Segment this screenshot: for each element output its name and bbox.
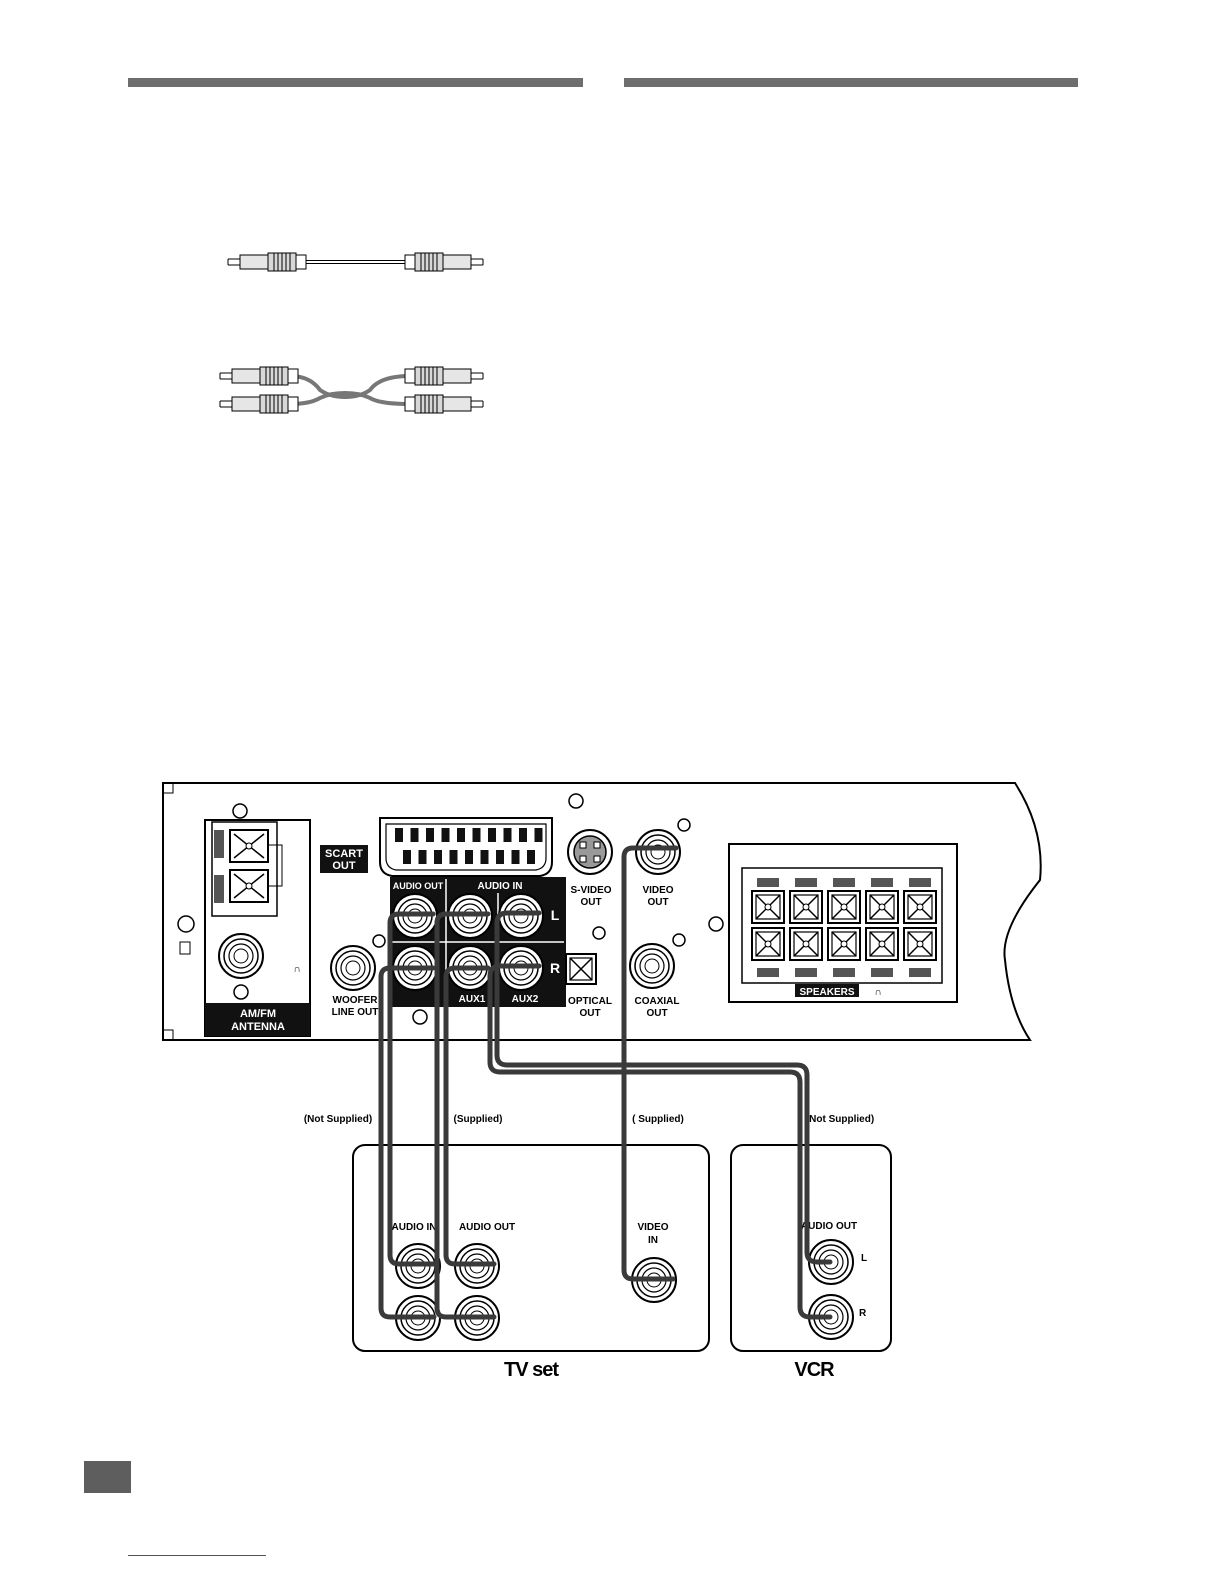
scart-pin xyxy=(527,850,535,864)
tv-set-label: TV set xyxy=(504,1359,559,1381)
speaker-terminals: SPEAKERS ∩ xyxy=(709,844,957,1002)
s-video-label-line1: S-VIDEO xyxy=(570,885,611,896)
tv-audio-in-label: AUDIO IN xyxy=(392,1222,437,1233)
scart-pin xyxy=(481,850,489,864)
scart-pin xyxy=(504,828,512,842)
note-not-supplied-right: (Not Supplied) xyxy=(806,1114,874,1125)
speaker-terminal-tab xyxy=(795,968,817,977)
speaker-terminal xyxy=(866,928,898,960)
optical-label-line2: OUT xyxy=(579,1008,600,1019)
scart-pin xyxy=(519,828,527,842)
scart-pin xyxy=(535,828,543,842)
audio-in-label: AUDIO IN xyxy=(478,881,523,892)
video-cable-illustration xyxy=(228,253,483,271)
scart-pin xyxy=(488,828,496,842)
woofer-label-line2: LINE OUT xyxy=(332,1007,379,1018)
vcr-right-label: R xyxy=(859,1308,867,1319)
note-not-supplied-left: (Not Supplied) xyxy=(304,1114,372,1125)
speaker-terminal-tab xyxy=(871,968,893,977)
speaker-terminal xyxy=(828,891,860,923)
speaker-terminal-tab xyxy=(909,968,931,977)
scart-pin xyxy=(496,850,504,864)
svg-text:∩: ∩ xyxy=(293,964,300,975)
scart-pin xyxy=(411,828,419,842)
aux1-label: AUX1 xyxy=(459,994,486,1005)
note-supplied-audio: (Supplied) xyxy=(454,1114,503,1125)
audio-in-right-label: R xyxy=(550,960,560,976)
antenna-label-line2: ANTENNA xyxy=(231,1021,285,1033)
svg-text:∩: ∩ xyxy=(874,987,881,998)
vcr-label: VCR xyxy=(794,1359,835,1381)
speaker-terminal xyxy=(790,891,822,923)
coaxial-label-line2: OUT xyxy=(646,1008,667,1019)
speaker-terminal-tab xyxy=(757,878,779,887)
scart-pin xyxy=(442,828,450,842)
speaker-terminal-tab xyxy=(909,878,931,887)
antenna-label-line1: AM/FM xyxy=(240,1008,276,1020)
scart-pin xyxy=(450,850,458,864)
speaker-terminal xyxy=(752,928,784,960)
antenna-block: ∩ AM/FM ANTENNA xyxy=(205,804,310,1036)
speaker-terminal xyxy=(904,891,936,923)
tv-video-in-label-line1: VIDEO xyxy=(637,1222,668,1233)
audio-out-label: AUDIO OUT xyxy=(393,881,444,891)
tv-video-in-label-line2: IN xyxy=(648,1235,658,1246)
tv-audio-out-label: AUDIO OUT xyxy=(459,1222,515,1233)
woofer-line-out-jack: WOOFER LINE OUT xyxy=(331,946,378,1018)
speaker-terminal xyxy=(790,928,822,960)
scart-label-line2: OUT xyxy=(332,860,356,872)
speaker-terminal xyxy=(866,891,898,923)
scart-pin xyxy=(395,828,403,842)
note-supplied-video: ( Supplied) xyxy=(632,1114,684,1125)
speaker-terminal xyxy=(904,928,936,960)
scart-pin xyxy=(512,850,520,864)
coaxial-label-line1: COAXIAL xyxy=(635,996,680,1007)
speaker-terminal-tab xyxy=(833,878,855,887)
speaker-terminal-tab xyxy=(833,968,855,977)
scart-pin xyxy=(426,828,434,842)
speaker-terminal-tab xyxy=(757,968,779,977)
audio-jack-block: AUDIO OUT AUDIO IN L R AUX1 AUX2 xyxy=(373,877,566,1024)
receiver-rear-panel: ∩ AM/FM ANTENNA SCART OUT S-VIDEO OUT xyxy=(163,783,1041,1040)
vcr-left-label: L xyxy=(861,1253,867,1264)
speaker-terminal xyxy=(752,891,784,923)
woofer-label-line1: WOOFER xyxy=(333,995,379,1006)
scart-pin xyxy=(465,850,473,864)
video-out-label-line1: VIDEO xyxy=(642,885,673,896)
footer-line xyxy=(128,1555,266,1556)
speaker-terminal-tab xyxy=(795,878,817,887)
scart-label-line1: SCART xyxy=(325,848,363,860)
scart-pin xyxy=(403,850,411,864)
speaker-terminal-tab xyxy=(871,878,893,887)
scart-pin xyxy=(434,850,442,864)
scart-pin xyxy=(419,850,427,864)
audio-cable-illustration xyxy=(220,367,483,413)
speakers-label: SPEAKERS xyxy=(799,987,854,998)
s-video-label-line2: OUT xyxy=(580,897,601,908)
audio-in-left-label: L xyxy=(551,907,560,923)
optical-label-line1: OPTICAL xyxy=(568,996,612,1007)
page-number-tab xyxy=(84,1461,131,1493)
scart-pin xyxy=(457,828,465,842)
aux2-label: AUX2 xyxy=(512,994,539,1005)
video-out-label-line2: OUT xyxy=(647,897,668,908)
speaker-terminal xyxy=(828,928,860,960)
scart-pin xyxy=(473,828,481,842)
